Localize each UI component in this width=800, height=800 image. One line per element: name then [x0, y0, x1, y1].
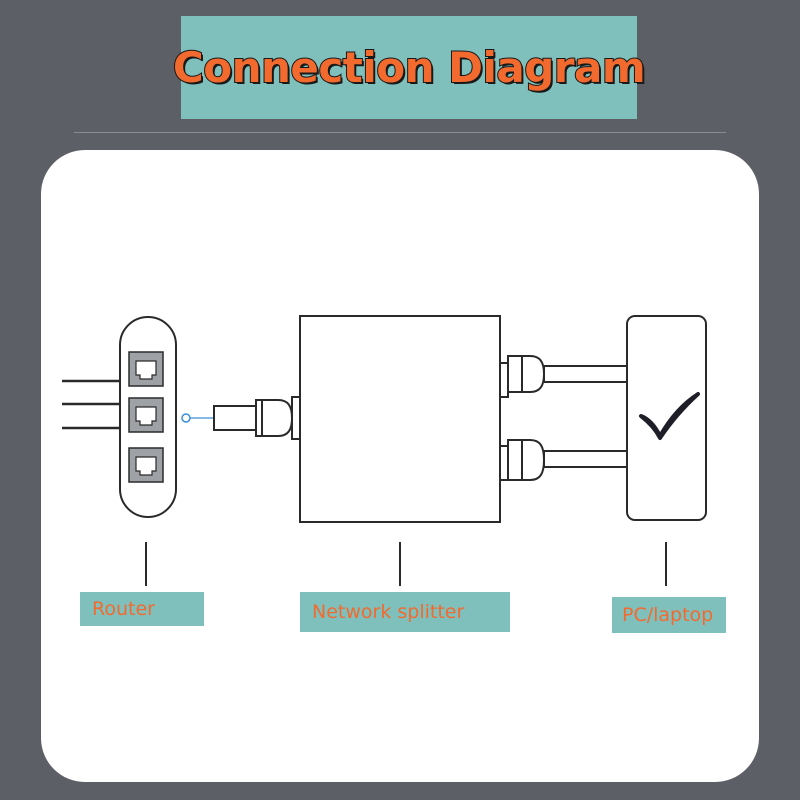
diagram-title: Connection Diagram [172, 42, 647, 93]
pc-label: PC/laptop [612, 597, 726, 633]
label-leader-lines [145, 542, 667, 586]
router-input-cables [62, 379, 120, 430]
splitter-input-plug [213, 396, 301, 440]
connection-indicator [181, 413, 214, 423]
title-banner: Connection Diagram [172, 16, 647, 119]
checkmark-icon [639, 392, 700, 440]
ethernet-port-icon [128, 397, 164, 433]
splitter-output-plug-2 [499, 439, 629, 481]
divider [74, 132, 726, 133]
pc-device [626, 315, 707, 521]
router-device [119, 316, 177, 518]
router-label: Router [80, 592, 204, 626]
splitter-label: Network splitter [300, 592, 510, 632]
splitter-output-plug-1 [499, 355, 629, 398]
ethernet-port-icon [128, 447, 164, 483]
splitter-device [299, 315, 501, 523]
ethernet-port-icon [128, 351, 164, 387]
